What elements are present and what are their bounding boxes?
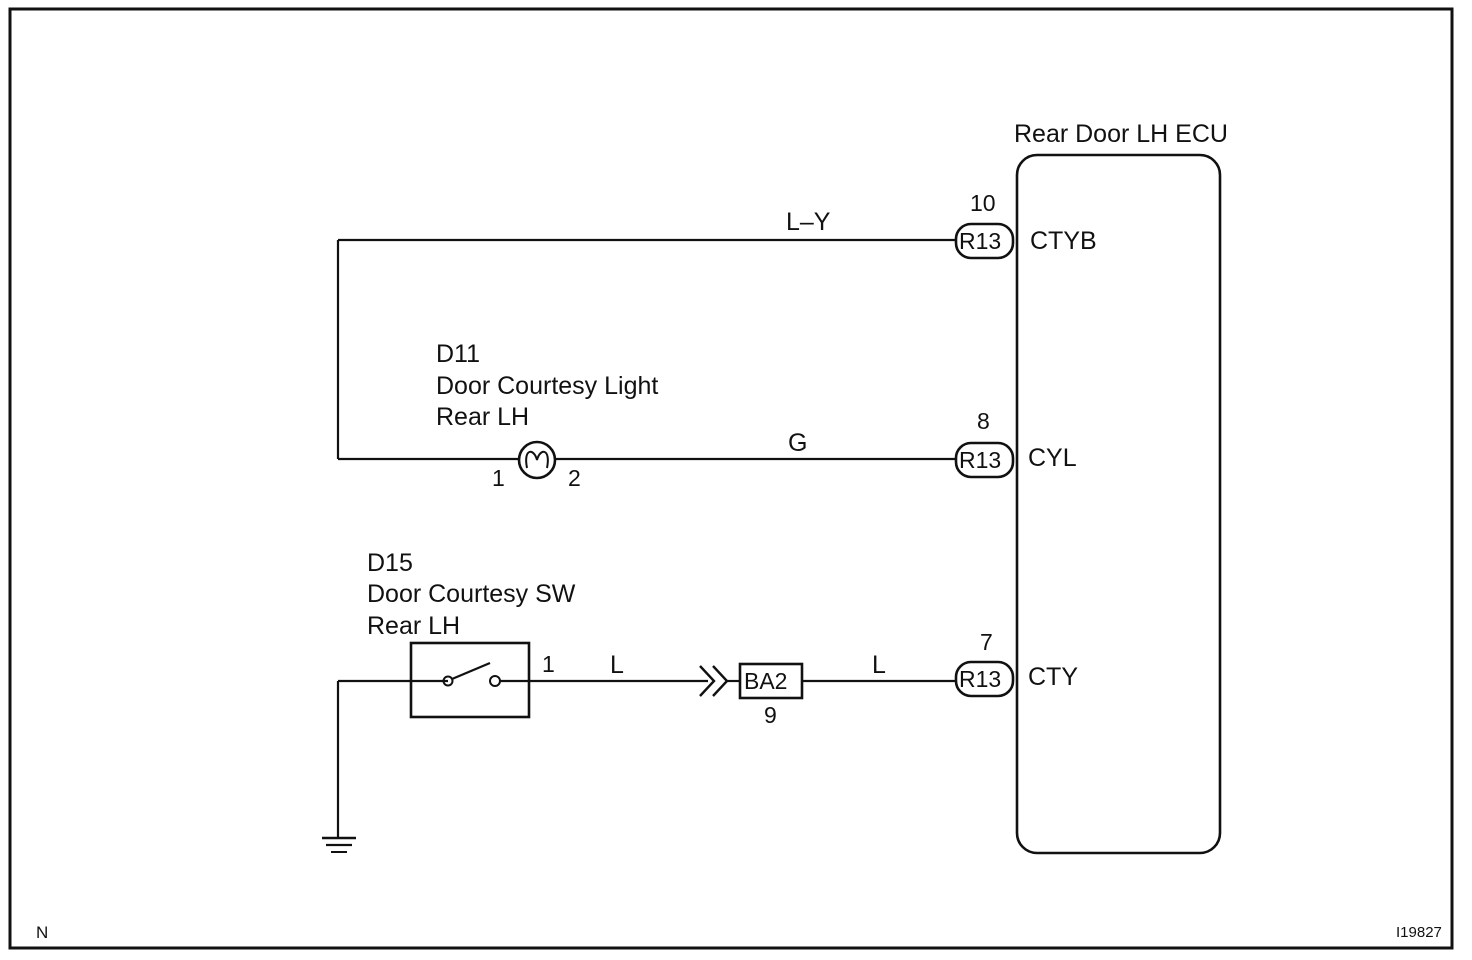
bulb-filament-icon <box>525 450 549 469</box>
junction-label: BA2 <box>744 668 787 694</box>
ecu-terminal-cty: CTY <box>1028 663 1078 691</box>
ecu-pin-number-cty: 7 <box>980 629 993 655</box>
corner-code-right: I19827 <box>1396 924 1442 941</box>
switch-code: D15 <box>367 549 413 577</box>
junction-pin: 9 <box>764 702 777 728</box>
wire-color-l-y: L–Y <box>786 208 831 236</box>
connector-r13-cty <box>954 660 1015 698</box>
light-pin-2: 2 <box>568 465 581 491</box>
light-pin-1: 1 <box>492 465 505 491</box>
ecu-block <box>1015 153 1222 855</box>
ecu-terminal-ctyb: CTYB <box>1030 227 1097 255</box>
connector-label-cty: R13 <box>959 666 1001 692</box>
light-location: Rear LH <box>436 403 529 431</box>
connector-r13-cyl <box>954 441 1015 479</box>
switch-pin-1: 1 <box>542 651 555 677</box>
ecu-pin-number-cyl: 8 <box>977 408 990 434</box>
ecu-terminal-cyl: CYL <box>1028 444 1077 472</box>
wire-color-g: G <box>788 429 807 457</box>
wire-color-l-left: L <box>610 651 624 679</box>
light-code: D11 <box>436 340 480 368</box>
switch-contact-icon <box>442 661 501 687</box>
ground-icon <box>322 836 356 853</box>
ecu-pin-number-ctyb: 10 <box>970 190 996 216</box>
diagram-frame <box>8 7 1454 950</box>
light-name: Door Courtesy Light <box>436 372 658 400</box>
switch-location: Rear LH <box>367 612 460 640</box>
wire-color-l-right: L <box>872 651 886 679</box>
switch-name: Door Courtesy SW <box>367 580 576 608</box>
connector-label-ctyb: R13 <box>959 228 1001 254</box>
corner-code-left: N <box>36 923 48 942</box>
ecu-title: Rear Door LH ECU <box>1014 120 1228 148</box>
connector-label-cyl: R13 <box>959 447 1001 473</box>
